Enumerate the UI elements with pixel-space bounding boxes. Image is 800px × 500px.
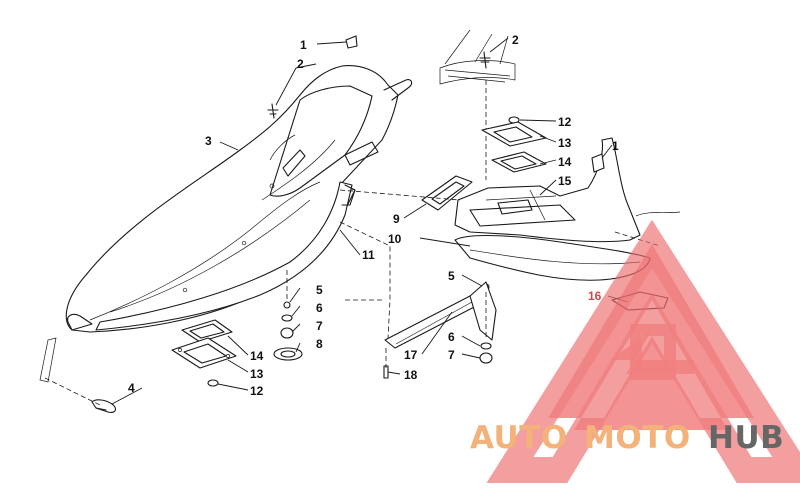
callout-1-right: 1: [612, 139, 619, 153]
callout-14-left: 14: [250, 349, 264, 363]
watermark-logo: [486, 219, 800, 483]
callouts: 1 2 3 4 5 6 7 8 14 13 12 11 9 10 2 12 13…: [128, 33, 619, 398]
callout-5-left: 5: [316, 283, 323, 297]
callout-13-right: 13: [558, 136, 572, 150]
callout-4: 4: [128, 381, 135, 395]
callout-18: 18: [404, 368, 418, 382]
callout-9: 9: [393, 212, 400, 226]
left-hood-assembly: [39, 35, 413, 413]
callout-15: 15: [558, 174, 572, 188]
callout-6-left: 6: [316, 301, 323, 315]
callout-7-left: 7: [316, 319, 323, 333]
callout-2-left: 2: [297, 57, 304, 71]
watermark-text: AUTO MOTO HUB: [470, 420, 784, 456]
callout-3: 3: [205, 134, 212, 148]
callout-5-right: 5: [448, 269, 455, 283]
callout-16: 16: [588, 289, 602, 303]
callout-11: 11: [362, 248, 375, 262]
callout-8: 8: [316, 337, 323, 351]
callout-12-left: 12: [250, 384, 264, 398]
watermark-text-auto: AUTO: [470, 420, 568, 456]
callout-14-right: 14: [558, 155, 572, 169]
right-console-assembly: [339, 29, 681, 379]
callout-7-right: 7: [448, 348, 455, 362]
callout-17: 17: [404, 348, 418, 362]
watermark-text-moto: MOTO: [584, 420, 691, 456]
callout-1-left: 1: [300, 38, 307, 52]
callout-12-right: 12: [558, 115, 572, 129]
watermark-text-hub: HUB: [708, 420, 784, 456]
leader-lines: [111, 37, 629, 405]
callout-13-left: 13: [250, 367, 264, 381]
callout-6-right: 6: [448, 330, 455, 344]
callout-2-right: 2: [512, 33, 519, 47]
callout-10: 10: [388, 232, 402, 246]
